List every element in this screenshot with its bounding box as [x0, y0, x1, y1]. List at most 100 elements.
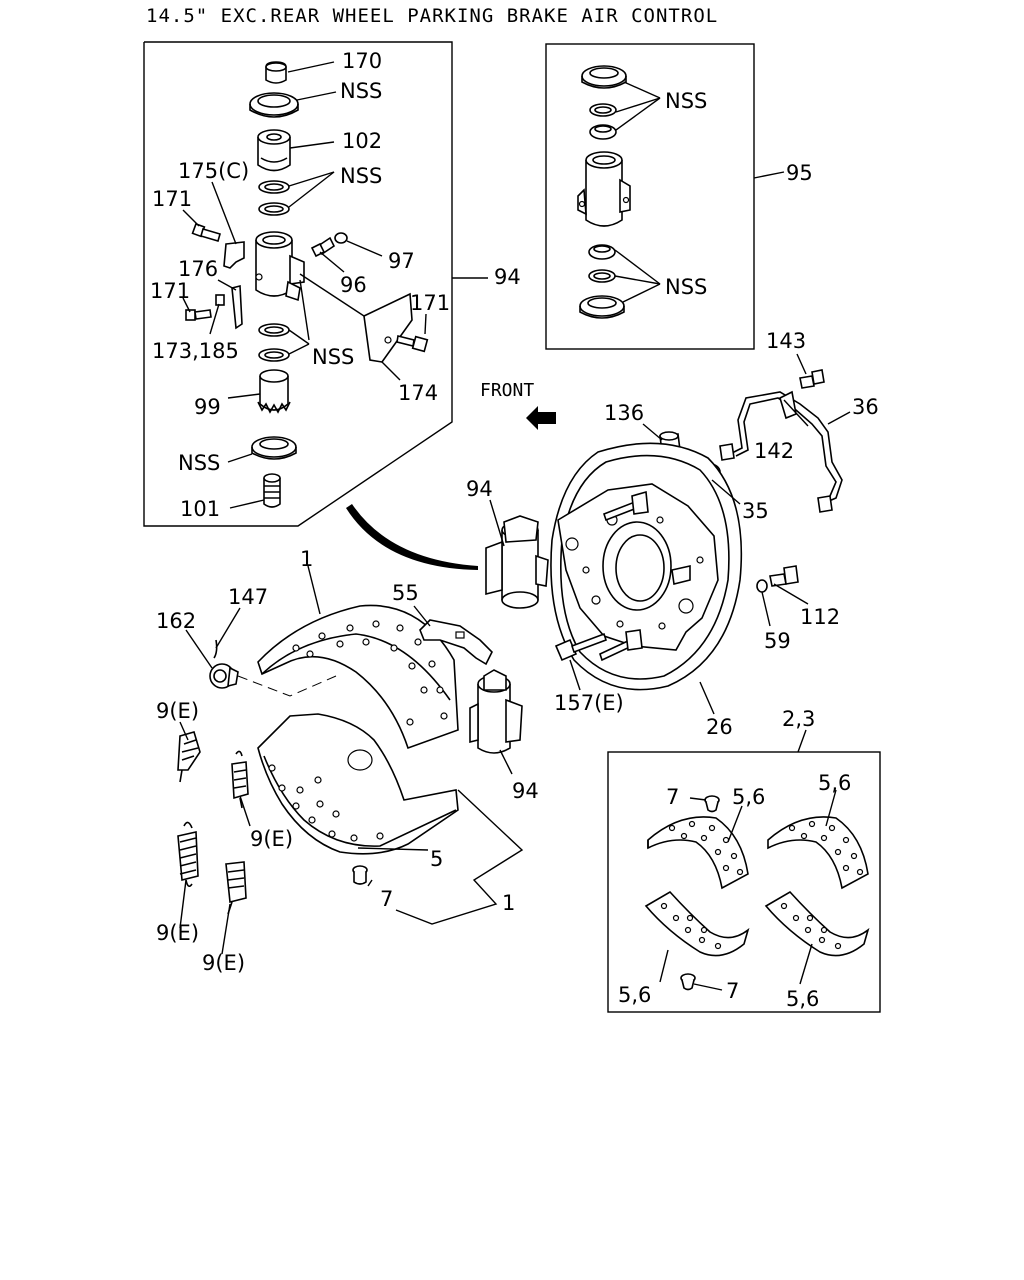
label-nss-d: NSS: [178, 451, 220, 475]
label-36: 36: [852, 395, 879, 419]
part-175c-bracket: [223, 241, 245, 269]
label-94-low: 94: [512, 779, 539, 803]
label-171-b: 171: [150, 279, 190, 303]
callout-box-94: [143, 41, 453, 527]
label-171-c: 171: [410, 291, 450, 315]
label-9e-a: 9(E): [156, 699, 199, 723]
part-9e-spring-b: [231, 750, 249, 809]
part-1-brake-shoe-upper: [257, 604, 459, 750]
leaders-middle: [489, 353, 851, 715]
part-112-bolt: [769, 565, 799, 587]
part-1-brake-shoe-lower: [257, 713, 459, 855]
seal-ring-bottom: [251, 436, 297, 460]
part-162-pin: [209, 663, 239, 689]
part-170-cap: [265, 61, 287, 84]
front-arrow-icon: [526, 406, 556, 430]
label-nss-f: NSS: [665, 275, 707, 299]
lining-bottom-left: [644, 890, 750, 957]
label-5-6-c: 5,6: [618, 983, 651, 1007]
part-173-185-washer: [215, 294, 225, 306]
label-5-6-a: 5,6: [732, 785, 765, 809]
part-94-wheel-cylinder-upper: [485, 515, 549, 609]
label-1-top: 1: [300, 547, 313, 571]
callout-box-95: [545, 43, 785, 350]
label-59: 59: [764, 629, 791, 653]
part-7-rivet-bottom: [680, 973, 696, 991]
part-9e-spring-a: [177, 731, 201, 783]
label-101: 101: [180, 497, 220, 521]
leaders-box-2-3: [659, 789, 837, 991]
part-94-wheel-cylinder-lower: [469, 669, 523, 754]
assembly-dashed-line: [237, 675, 337, 697]
part-9e-spring-d: [225, 861, 247, 915]
label-5-6-b: 5,6: [818, 771, 851, 795]
label-171-a: 171: [152, 187, 192, 211]
label-157e: 157(E): [554, 691, 624, 715]
label-112: 112: [800, 605, 840, 629]
part-96-bleeder-screw: [310, 236, 336, 258]
part-99-piston: [257, 369, 291, 414]
leaders-box-94: [182, 61, 488, 509]
part-7-rivet-pin: [352, 865, 368, 885]
label-94-mid: 94: [466, 477, 493, 501]
label-96: 96: [340, 273, 367, 297]
part-59-washer: [756, 579, 768, 593]
label-143: 143: [766, 329, 806, 353]
label-175c: 175(C): [178, 159, 249, 183]
diagram-title: 14.5" EXC.REAR WHEEL PARKING BRAKE AIR C…: [146, 5, 718, 27]
seal-ring-top: [249, 92, 299, 118]
label-162: 162: [156, 609, 196, 633]
part-26-backing-plate: [550, 442, 743, 691]
label-5-6-d: 5,6: [786, 987, 819, 1011]
label-2-3: 2,3: [782, 707, 815, 731]
label-1-bot: 1: [502, 891, 515, 915]
part-171-bolt-right: [396, 335, 429, 353]
label-7-c: 7: [726, 979, 739, 1003]
wheel-cylinder-exploded-parts: [185, 61, 429, 508]
label-95: 95: [786, 161, 813, 185]
leaders-lower-left: [179, 565, 524, 955]
label-142: 142: [754, 439, 794, 463]
label-nss-a: NSS: [340, 79, 382, 103]
o-ring-c: [258, 323, 290, 337]
label-99: 99: [194, 395, 221, 419]
part-101-adjuster: [263, 473, 281, 508]
callout-pointer-arrow-icon: [346, 504, 478, 570]
lining-top-left: [647, 816, 749, 890]
label-9e-b: 9(E): [250, 827, 293, 851]
label-136: 136: [604, 401, 644, 425]
part-143-bolt: [799, 369, 825, 389]
labels-box-94: 170 NSS 102 175(C) NSS 171 97 176 96 94 …: [150, 49, 521, 521]
label-35: 35: [742, 499, 769, 523]
part-36-brake-pipe: [719, 390, 843, 513]
box-95-parts: [577, 65, 631, 319]
label-102: 102: [342, 129, 382, 153]
o-ring-a: [258, 180, 290, 194]
part-97-bleeder-cap: [334, 232, 348, 244]
label-nss-b: NSS: [340, 164, 382, 188]
label-front: FRONT: [480, 380, 534, 401]
part-147-clip: [213, 639, 218, 659]
label-173-185: 173,185: [152, 339, 239, 363]
label-9e-d: 9(E): [202, 951, 245, 975]
part-157e-bolt: [554, 632, 608, 662]
label-nss-e: NSS: [665, 89, 707, 113]
part-171-bolt-lower: [185, 309, 212, 321]
lining-pieces: [644, 795, 870, 991]
callout-box-2-3: [607, 729, 881, 1013]
label-174: 174: [398, 381, 438, 405]
o-ring-d: [258, 348, 290, 362]
o-ring-b: [258, 202, 290, 216]
label-7-a: 7: [380, 887, 393, 911]
part-174-plate: [363, 292, 413, 363]
label-147: 147: [228, 585, 268, 609]
part-9e-spring-c: [177, 821, 199, 888]
part-55-spring-link: [419, 619, 493, 666]
part-171-bolt-upper: [191, 222, 221, 242]
label-170: 170: [342, 49, 382, 73]
label-nss-c: NSS: [312, 345, 354, 369]
label-94-box: 94: [494, 265, 521, 289]
label-97: 97: [388, 249, 415, 273]
label-5: 5: [430, 847, 443, 871]
